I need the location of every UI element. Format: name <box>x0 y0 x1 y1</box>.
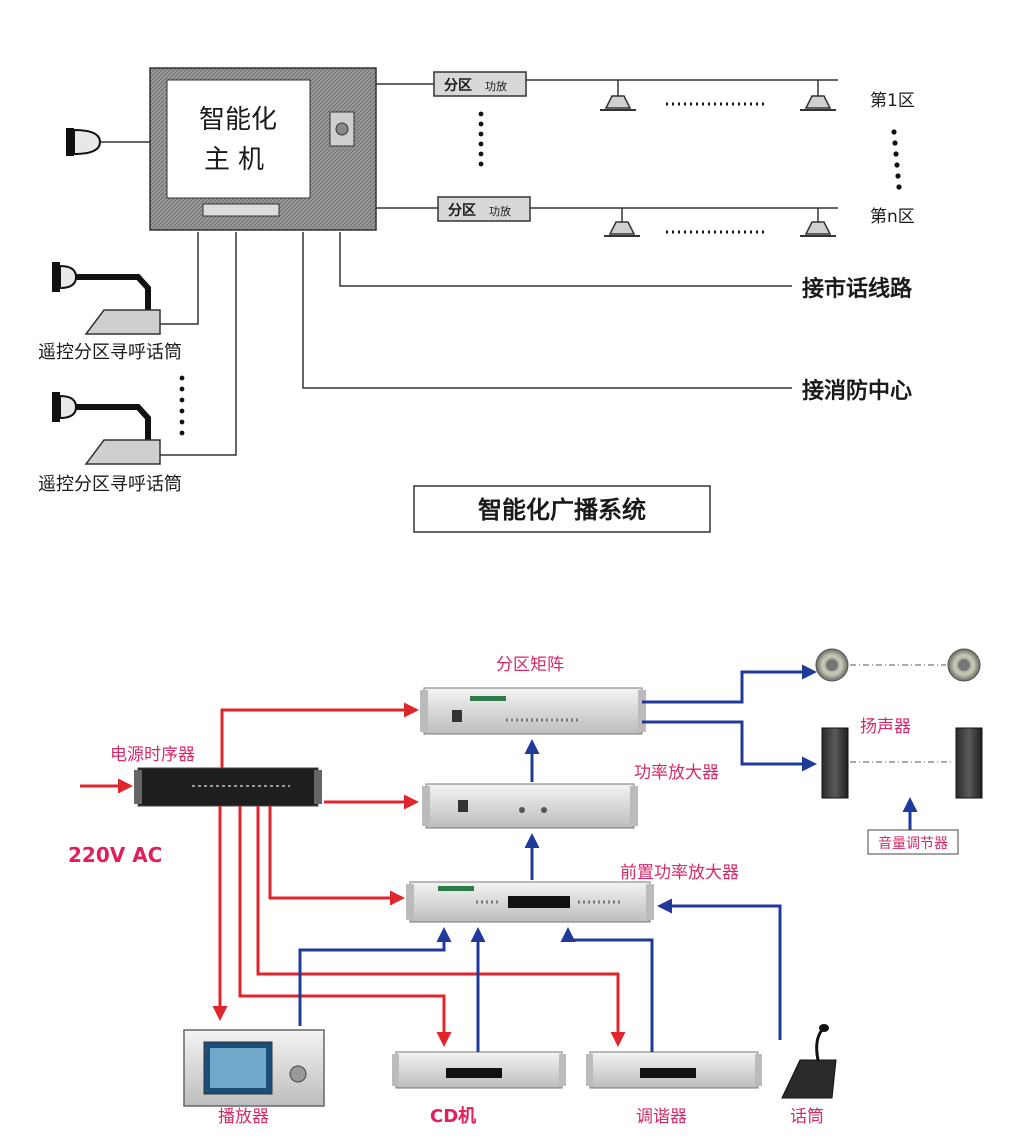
ceiling-speaker-icon <box>815 648 849 682</box>
ceiling-speaker-icon <box>600 80 636 111</box>
tuner-device <box>586 1051 762 1089</box>
cd-player-label: CD机 <box>430 1106 476 1127</box>
cd-player-device <box>392 1051 566 1089</box>
vertical-ellipsis <box>179 375 185 436</box>
zone-last-label: 第n区 <box>870 207 915 227</box>
bottom-diagram: 分区矩阵 电源时序器 功率放大器 前置功率放大器 扬声器 220V AC 播放器… <box>68 648 983 1127</box>
ac-input-label: 220V AC <box>68 843 162 867</box>
paging-mic-icon <box>52 262 161 335</box>
desk-microphone-icon <box>781 1024 837 1099</box>
ceiling-speaker-icon <box>800 208 836 237</box>
zone-amp-1-label: 分区 <box>444 78 472 94</box>
caption-text: 智能化广播系统 <box>478 496 646 524</box>
pre-amplifier-device <box>406 881 654 923</box>
power-connections <box>80 702 626 1047</box>
power-sequencer-device <box>134 767 322 807</box>
ceiling-speaker-icon <box>800 80 836 111</box>
power-sequencer-label: 电源时序器 <box>110 745 195 765</box>
horn-speaker-icon <box>66 128 150 156</box>
zone-amp-n: 分区 功放 <box>437 196 531 222</box>
vertical-ellipsis <box>478 111 484 167</box>
zone-amp-1-suffix: 功放 <box>485 79 507 93</box>
host-label-line1: 智能化 <box>199 105 277 135</box>
audio-connections <box>298 664 918 1052</box>
vertical-ellipsis <box>891 129 902 190</box>
host-label-line2: 主机 <box>204 145 272 175</box>
microphone-label: 话筒 <box>790 1107 824 1127</box>
fire-center-label: 接消防中心 <box>802 379 912 404</box>
zone-amp-n-suffix: 功放 <box>489 204 511 218</box>
top-diagram: 智能化 主机 分区 功放 分区 功放 <box>38 67 915 533</box>
zone-first-label: 第1区 <box>870 91 915 111</box>
remote-mic-2-label: 遥控分区寻呼话筒 <box>38 474 182 495</box>
speakers-label: 扬声器 <box>860 717 911 737</box>
power-amplifier-device <box>422 783 638 829</box>
remote-mic-1-label: 遥控分区寻呼话筒 <box>38 342 182 363</box>
ceiling-speaker-icon <box>604 208 640 237</box>
diagram-caption: 智能化广播系统 <box>413 485 711 533</box>
ceiling-speaker-icon <box>947 648 981 682</box>
volume-control: 音量调节器 <box>867 829 959 855</box>
tuner-label: 调谐器 <box>636 1107 687 1127</box>
zone-amp-n-label: 分区 <box>448 203 476 219</box>
player-label: 播放器 <box>218 1107 269 1127</box>
paging-mic-icon <box>52 392 161 465</box>
player-device <box>183 1029 325 1107</box>
pre-amplifier-label: 前置功率放大器 <box>620 863 739 883</box>
zone-matrix-device <box>420 687 646 735</box>
column-speaker-icon <box>955 727 983 799</box>
power-amplifier-label: 功率放大器 <box>634 763 719 783</box>
zone-amp-1: 分区 功放 <box>433 71 527 97</box>
smart-host: 智能化 主机 <box>149 67 377 231</box>
zone-matrix-label: 分区矩阵 <box>496 655 564 675</box>
phone-line-label: 接市话线路 <box>802 276 913 302</box>
volume-control-label: 音量调节器 <box>878 835 948 852</box>
column-speaker-icon <box>821 727 849 799</box>
